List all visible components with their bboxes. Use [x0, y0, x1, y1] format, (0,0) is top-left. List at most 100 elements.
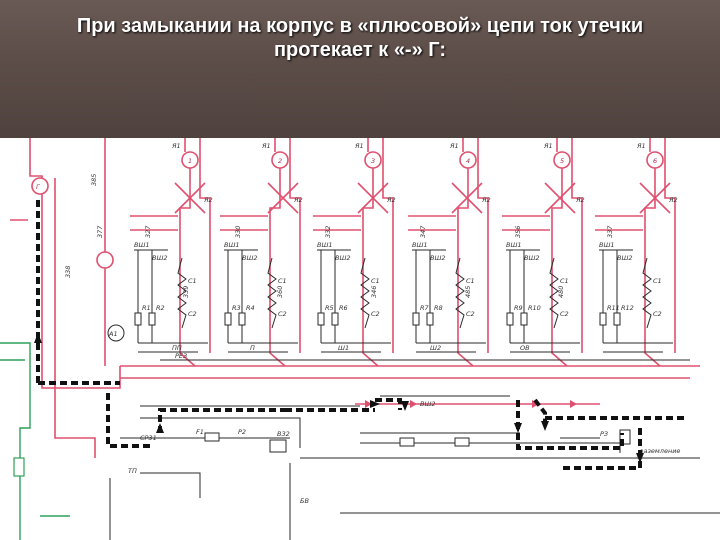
- contact-label: ВШ2: [430, 254, 446, 262]
- circuit-label: РЕЗ: [175, 352, 187, 360]
- resistor: [134, 312, 142, 326]
- control-resistor: [399, 437, 415, 447]
- wire-number: 360: [276, 286, 284, 298]
- coil-label: С1: [188, 277, 197, 285]
- terminal-label: Я1: [543, 142, 553, 150]
- field-coil: [177, 257, 187, 329]
- resistor-label: R8: [434, 304, 443, 312]
- reverser-cross: [267, 182, 299, 214]
- circuit-label: ПП: [172, 344, 182, 352]
- resistor: [520, 312, 528, 326]
- motor-lead: [269, 238, 286, 367]
- coil-label: С1: [466, 277, 475, 285]
- exciter-motor: [96, 251, 114, 269]
- circuit-label: БВ: [300, 497, 309, 505]
- circuit-label: ВЗ2: [277, 430, 290, 438]
- motor-label: 6: [653, 157, 657, 165]
- motor-label: 5: [560, 157, 564, 165]
- traction-motor-4: [459, 151, 477, 169]
- resistor-label: R5: [325, 304, 334, 312]
- motor-lead: [644, 168, 656, 238]
- resistor: [506, 312, 514, 326]
- reverser-cross: [357, 182, 389, 214]
- control-resistor: [13, 457, 25, 477]
- generator: [31, 177, 49, 195]
- title-line-1: При замыкании на корпус в «плюсовой» цеп…: [76, 15, 644, 37]
- resistor: [412, 312, 420, 326]
- motor-lead: [382, 138, 394, 353]
- resistor-label: R2: [156, 304, 165, 312]
- motor-lead: [269, 168, 281, 238]
- resistor-label: R12: [621, 304, 634, 312]
- generator-lead: [54, 178, 96, 458]
- resistor: [317, 312, 325, 326]
- wire-number: 338: [64, 266, 72, 278]
- relay-coil: [269, 439, 287, 453]
- motor-lead: [457, 168, 469, 238]
- motor-lead: [362, 238, 379, 367]
- control-resistor: [204, 432, 220, 442]
- coil-label: С1: [560, 277, 569, 285]
- traction-motor-6: [646, 151, 664, 169]
- resistor-label: R10: [528, 304, 541, 312]
- resistor: [613, 312, 621, 326]
- leak-arrow: [401, 401, 409, 411]
- generator-lead: [29, 138, 121, 389]
- contact-label: ВШ1: [412, 241, 428, 249]
- motor-lead: [477, 138, 489, 353]
- coil-label: С1: [278, 277, 287, 285]
- wire-number: 385: [90, 174, 98, 186]
- circuit-label: РЗ: [600, 430, 608, 438]
- circuit-label: ВШ2: [420, 400, 436, 408]
- motor-lead: [551, 238, 568, 367]
- contact-label: ВШ2: [152, 254, 168, 262]
- field-coil: [455, 257, 465, 329]
- motor-lead: [289, 138, 301, 353]
- circuit-label: Р2: [238, 428, 246, 436]
- motor-label: 1: [188, 157, 192, 165]
- motor-lead: [571, 138, 583, 353]
- circuit-label: ОВ: [520, 344, 530, 352]
- terminal-label: Я2: [386, 196, 396, 204]
- coil-label: С2: [371, 310, 380, 318]
- leak-path-segment: [158, 408, 285, 433]
- motor-label: 2: [278, 157, 282, 165]
- ground-relay: [619, 429, 631, 445]
- contact-label: ВШ2: [524, 254, 540, 262]
- coil-label: С2: [278, 310, 287, 318]
- circuit-label: ТП: [128, 467, 137, 475]
- wire-number: 346: [370, 286, 378, 298]
- contact-label: ВШ2: [617, 254, 633, 262]
- reverser-cross: [451, 182, 483, 214]
- leak-path-segment: [560, 428, 642, 470]
- resistor-label: R1: [142, 304, 151, 312]
- field-coil: [549, 257, 559, 329]
- traction-motor-1: [181, 151, 199, 169]
- terminal-label: Я1: [261, 142, 271, 150]
- motor-lead: [551, 168, 563, 238]
- contact-label: ВШ2: [335, 254, 351, 262]
- motor-lead: [179, 168, 191, 238]
- contact-label: ВШ1: [134, 241, 150, 249]
- diode: [570, 400, 577, 408]
- auxiliary-motor: [107, 324, 125, 342]
- circuit-label: П: [250, 344, 255, 352]
- motor-lead: [179, 238, 196, 367]
- resistor-label: R9: [514, 304, 523, 312]
- reverser-cross: [544, 182, 576, 214]
- terminal-label: Я2: [203, 196, 213, 204]
- aux-motor-label: А1: [108, 330, 118, 338]
- terminal-label: Я2: [668, 196, 678, 204]
- control-resistor: [454, 437, 470, 447]
- slide-header: При замыкании на корпус в «плюсовой» цеп…: [0, 0, 720, 138]
- terminal-label: Я1: [449, 142, 459, 150]
- contact-label: ВШ1: [599, 241, 615, 249]
- motor-label: 3: [371, 157, 375, 165]
- resistor-label: R4: [246, 304, 255, 312]
- leak-path-segment: [106, 393, 150, 448]
- traction-motor-2: [271, 151, 289, 169]
- resistor: [426, 312, 434, 326]
- leak-path-segment: [516, 400, 624, 450]
- contact-label: ВШ1: [224, 241, 240, 249]
